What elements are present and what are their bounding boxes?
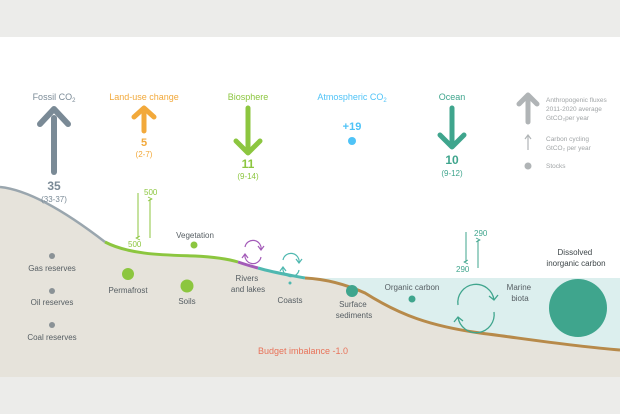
atmosphere-label: Atmospheric CO2 [317,92,387,104]
permafrost-label: Permafrost [108,286,148,295]
organic-carbon-label: Organic carbon [385,283,440,292]
atmosphere-value: +19 [343,121,362,133]
soils-stock [180,279,194,293]
fossil-value: 35 [47,179,61,193]
rivers-lakes-label: Rivers and lakes [231,274,265,294]
ocean-range: (9-12) [441,169,463,178]
sediment-edge [304,276,620,352]
legend-anthropogenic-text: Anthropogenic fluxes 2011-2020 average G… [546,97,609,122]
fossil-arrow-up [37,106,71,175]
ocean-label: Ocean [439,92,466,102]
biosphere-range: (9-14) [237,172,259,181]
atmosphere-stock-dot [348,137,356,145]
biosphere-value: 11 [242,157,255,171]
rivers-edge [237,260,259,270]
oil-reserves-label: Oil reserves [31,298,74,307]
mountain-edge [0,185,106,243]
vegetation-label: Vegetation [176,231,214,240]
coasts-label: Coasts [278,296,303,305]
dissolved-inorganic-carbon-label: Dissolved inorganic carbon [546,248,605,268]
land-cycle-up-value: 500 [144,188,158,197]
top-band [0,0,620,37]
ocean-value: 10 [445,153,459,167]
landuse-label: Land-use change [109,92,179,102]
landuse-range: (2-7) [136,150,153,159]
biosphere-label: Biosphere [228,92,269,102]
fossil-range: (33-37) [41,195,67,204]
surface-sediments-label: Surface sediments [336,300,372,320]
coasts-cycle-icon [279,252,303,278]
fossil-label: Fossil CO2 [33,92,77,104]
coasts-stock [288,281,292,285]
ocean-cycle-up-value: 290 [474,229,488,238]
surface-sediments-stock [346,285,358,297]
sea-water [305,278,620,350]
legend-anthropogenic-arrow-icon [516,92,540,125]
marine-biota-cycle-icon [453,283,499,334]
coast-edge [257,266,306,280]
legend-cycling-text: Carbon cycling GtCO₂ per year [546,136,592,152]
biosphere-arrow-down [233,105,263,156]
budget-imbalance-label: Budget imbalance -1.0 [258,346,348,356]
legend-stocks-text: Stocks [546,163,566,170]
vegetation-edge [104,240,239,264]
seabed [305,278,620,377]
coal-reserves-label: Coal reserves [27,333,76,342]
landuse-value: 5 [141,137,147,149]
dissolved-inorganic-carbon-stock [549,279,607,337]
coal-reserves-dot [49,322,55,328]
ocean-arrow-down [437,105,467,150]
vegetation-stock [190,241,198,249]
oil-reserves-dot [49,288,55,294]
bottom-band [0,377,620,414]
permafrost-stock [122,268,134,280]
rivers-cycle-icon [241,239,265,265]
landuse-arrow-up [131,105,157,134]
marine-biota-label: Marine biota [507,283,534,303]
gas-reserves-dot [49,253,55,259]
legend-cycling-arrow-icon [524,134,532,150]
organic-carbon-stock [408,295,416,303]
land-cycle-down-value: 500 [128,240,142,249]
soils-label: Soils [178,297,195,306]
gas-reserves-label: Gas reserves [28,264,76,273]
ocean-cycle-down-value: 290 [456,265,470,274]
land-area [0,187,305,377]
legend-stock-dot-icon [524,162,532,170]
